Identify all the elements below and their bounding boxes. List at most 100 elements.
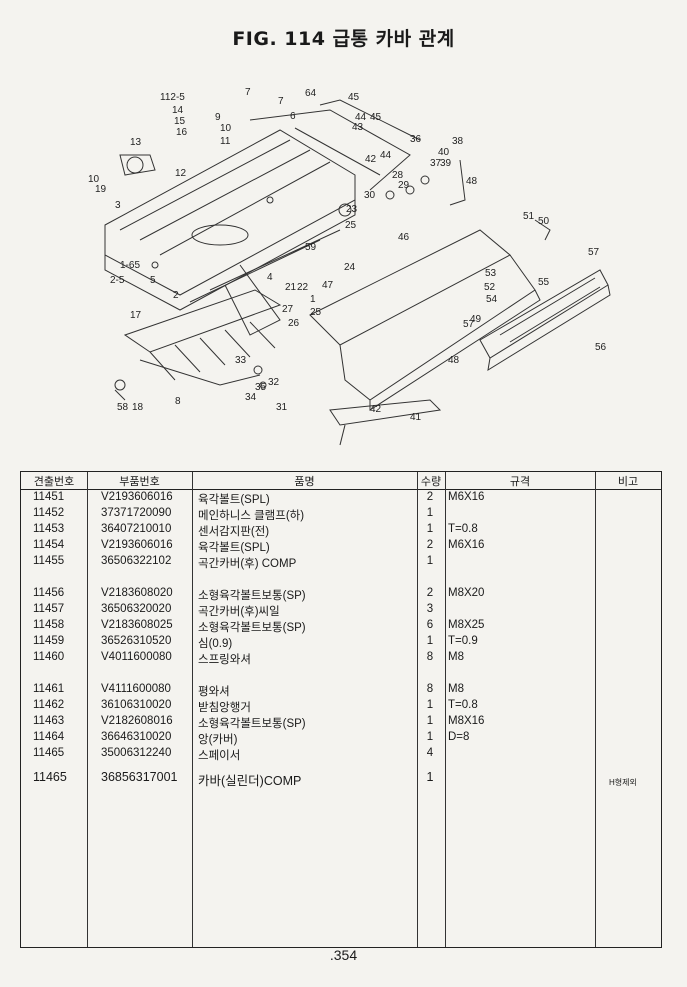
cell-qty: 1 xyxy=(426,635,434,647)
svg-text:59: 59 xyxy=(305,242,317,253)
svg-text:39: 39 xyxy=(440,158,452,169)
svg-text:51: 51 xyxy=(523,211,535,222)
svg-text:28: 28 xyxy=(392,170,404,181)
cell-part: V4111600080 xyxy=(101,683,171,695)
cell-qty: 2 xyxy=(426,539,434,551)
svg-text:57: 57 xyxy=(463,319,475,330)
table-header: 견출번호 부품번호 품명 수량 규격 비고 xyxy=(21,472,661,490)
svg-text:35: 35 xyxy=(255,382,267,393)
cell-name: 메인하니스 클램프(하) xyxy=(198,510,305,522)
cell-seq: 11453 xyxy=(33,523,65,535)
table-row: 11465 35006312240 스페이서 4 xyxy=(21,747,661,763)
cell-seq: 11460 xyxy=(33,651,65,663)
svg-text:21: 21 xyxy=(285,282,297,293)
svg-text:2-5: 2-5 xyxy=(110,275,125,286)
table-row: 11452 37371720090 메인하니스 클램프(하) 1 xyxy=(21,507,661,523)
page-title: FIG. 114 급통 카바 관계 xyxy=(232,28,455,50)
cell-seq: 11459 xyxy=(33,635,65,647)
svg-text:42: 42 xyxy=(365,154,377,165)
cell-seq: 11461 xyxy=(33,683,65,695)
table-row: 11465 36856317001 카바(실린더)COMP 1 xyxy=(21,770,661,788)
page-number: .354 xyxy=(329,947,358,963)
cell-qty: 1 xyxy=(426,770,434,784)
svg-text:14: 14 xyxy=(172,105,184,116)
cell-qty: 1 xyxy=(426,555,434,567)
svg-text:25: 25 xyxy=(345,220,357,231)
header-spec: 규격 xyxy=(509,476,531,488)
svg-text:18: 18 xyxy=(132,402,144,413)
svg-text:24: 24 xyxy=(344,262,356,273)
cell-part: V2182608016 xyxy=(101,715,173,727)
svg-text:43: 43 xyxy=(352,122,364,133)
header-note: 비고 xyxy=(617,476,639,488)
svg-text:3: 3 xyxy=(115,200,121,211)
cell-part: 36506320020 xyxy=(101,603,172,615)
cell-spec: M8X16 xyxy=(448,715,485,727)
table-row: 11459 36526310520 심(0.9) 1 T=0.9 xyxy=(21,635,661,651)
table-row: 11464 36646310020 앙(카버) 1 D=8 xyxy=(21,731,661,747)
cell-part: 36106310020 xyxy=(101,699,172,711)
svg-text:11: 11 xyxy=(220,136,231,147)
cell-spec: D=8 xyxy=(448,731,470,743)
table-row: 11460 V4011600080 스프링와셔 8 M8 xyxy=(21,651,661,667)
cell-spec: M8X20 xyxy=(448,587,485,599)
cell-qty: 8 xyxy=(426,651,434,663)
svg-text:45: 45 xyxy=(370,112,382,123)
table-row: 11461 V4111600080 평와셔 8 M8 xyxy=(21,683,661,699)
svg-text:58: 58 xyxy=(117,402,129,413)
cell-name: 심(0.9) xyxy=(198,638,233,650)
svg-text:49: 49 xyxy=(470,314,482,325)
svg-text:40: 40 xyxy=(438,147,450,158)
cell-name: 스프링와셔 xyxy=(198,654,251,666)
cell-name: 소형육각볼트보통(SP) xyxy=(198,590,306,602)
svg-text:7: 7 xyxy=(245,87,251,98)
svg-text:12: 12 xyxy=(175,168,187,179)
cell-qty: 8 xyxy=(426,683,434,695)
svg-text:25: 25 xyxy=(310,307,322,318)
table-row: 11454 V2193606016 육각볼트(SPL) 2 M6X16 xyxy=(21,539,661,555)
cell-part: V2183608020 xyxy=(101,587,173,599)
svg-text:45: 45 xyxy=(348,92,360,103)
cell-name: 평와셔 xyxy=(198,686,230,698)
cell-qty: 6 xyxy=(426,619,434,631)
svg-text:10: 10 xyxy=(220,123,232,134)
cell-seq: 11454 xyxy=(33,539,65,551)
svg-text:8: 8 xyxy=(175,396,181,407)
header-qty: 수량 xyxy=(420,476,442,488)
svg-text:44: 44 xyxy=(380,150,392,161)
cell-seq: 11465 xyxy=(33,770,67,784)
svg-text:44: 44 xyxy=(355,112,367,123)
svg-text:42: 42 xyxy=(370,404,382,415)
svg-text:7: 7 xyxy=(278,96,284,107)
cell-part: 36646310020 xyxy=(101,731,172,743)
table-row: 11457 36506320020 곡간카버(후)씨일 3 xyxy=(21,603,661,619)
svg-text:27: 27 xyxy=(282,304,294,315)
svg-text:41: 41 xyxy=(410,412,422,423)
svg-text:36: 36 xyxy=(410,134,422,145)
table-row: 11462 36106310020 받침앙행거 1 T=0.8 xyxy=(21,699,661,715)
cell-name: 육각볼트(SPL) xyxy=(198,542,270,554)
cell-seq: 11465 xyxy=(33,747,65,759)
svg-text:112-5: 112-5 xyxy=(160,92,185,103)
cell-spec: M8X25 xyxy=(448,619,485,631)
svg-text:53: 53 xyxy=(485,268,497,279)
cell-seq: 11456 xyxy=(33,587,65,599)
svg-text:17: 17 xyxy=(130,310,142,321)
cell-seq: 11455 xyxy=(33,555,65,567)
table-row: 11458 V2183608025 소형육각볼트보통(SP) 6 M8X25 xyxy=(21,619,661,635)
svg-text:13: 13 xyxy=(130,137,142,148)
cell-qty: 4 xyxy=(426,747,434,759)
svg-text:64: 64 xyxy=(305,88,317,99)
svg-text:37: 37 xyxy=(430,158,442,169)
cell-seq: 11462 xyxy=(33,699,65,711)
cell-qty: 1 xyxy=(426,523,434,535)
cell-part: V4011600080 xyxy=(101,651,172,663)
svg-text:32: 32 xyxy=(268,377,280,388)
table-row: 11463 V2182608016 소형육각볼트보통(SP) 1 M8X16 xyxy=(21,715,661,731)
cell-seq: 11452 xyxy=(33,507,65,519)
svg-text:33: 33 xyxy=(235,355,247,366)
table-row: 11456 V2183608020 소형육각볼트보통(SP) 2 M8X20 xyxy=(21,587,661,603)
svg-text:1: 1 xyxy=(310,294,316,305)
